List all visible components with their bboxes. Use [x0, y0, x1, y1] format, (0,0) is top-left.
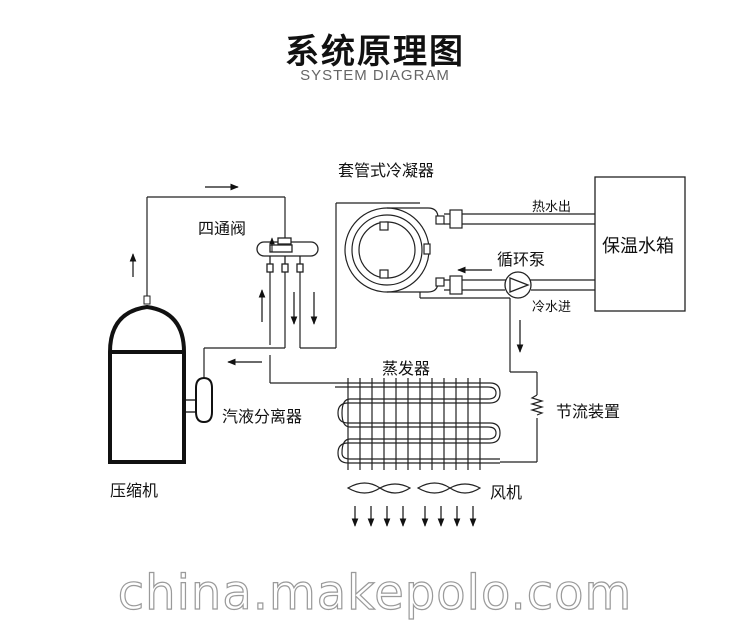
watermark: china.makepolo.com	[117, 564, 633, 621]
compressor	[108, 304, 186, 464]
four-way-valve	[256, 237, 319, 273]
pipe-right	[420, 297, 538, 463]
discharge-fitting	[143, 295, 151, 305]
airflow-arrows	[351, 506, 477, 527]
hot-water-pipe	[444, 209, 595, 229]
evaporator-label: 蒸发器	[382, 359, 431, 378]
evaporator	[335, 378, 501, 470]
pipe-discharge	[146, 196, 286, 300]
throttle-device	[529, 394, 545, 416]
hot-water-out-label: 热水出	[532, 200, 572, 215]
storage-tank-label: 保温水箱	[602, 236, 674, 257]
fan-blades	[346, 482, 482, 494]
fan-label: 风机	[490, 483, 523, 502]
four-way-valve-label: 四通阀	[198, 219, 247, 238]
compressor-label: 压缩机	[110, 481, 159, 500]
throttle-label: 节流装置	[556, 402, 621, 421]
separator-label: 汽液分离器	[222, 407, 303, 426]
circulation-pump	[504, 271, 532, 299]
valve-legs	[203, 202, 420, 384]
storage-tank	[594, 176, 686, 312]
coaxial-condenser	[344, 207, 445, 293]
circulation-pump-label: 循环泵	[497, 250, 546, 269]
diagram-subtitle: SYSTEM DIAGRAM	[300, 67, 450, 84]
gas-liquid-separator	[184, 376, 213, 424]
condenser-label: 套管式冷凝器	[338, 161, 435, 180]
diagram-title: 系统原理图	[285, 32, 465, 72]
cold-water-in-label: 冷水进	[532, 300, 572, 315]
